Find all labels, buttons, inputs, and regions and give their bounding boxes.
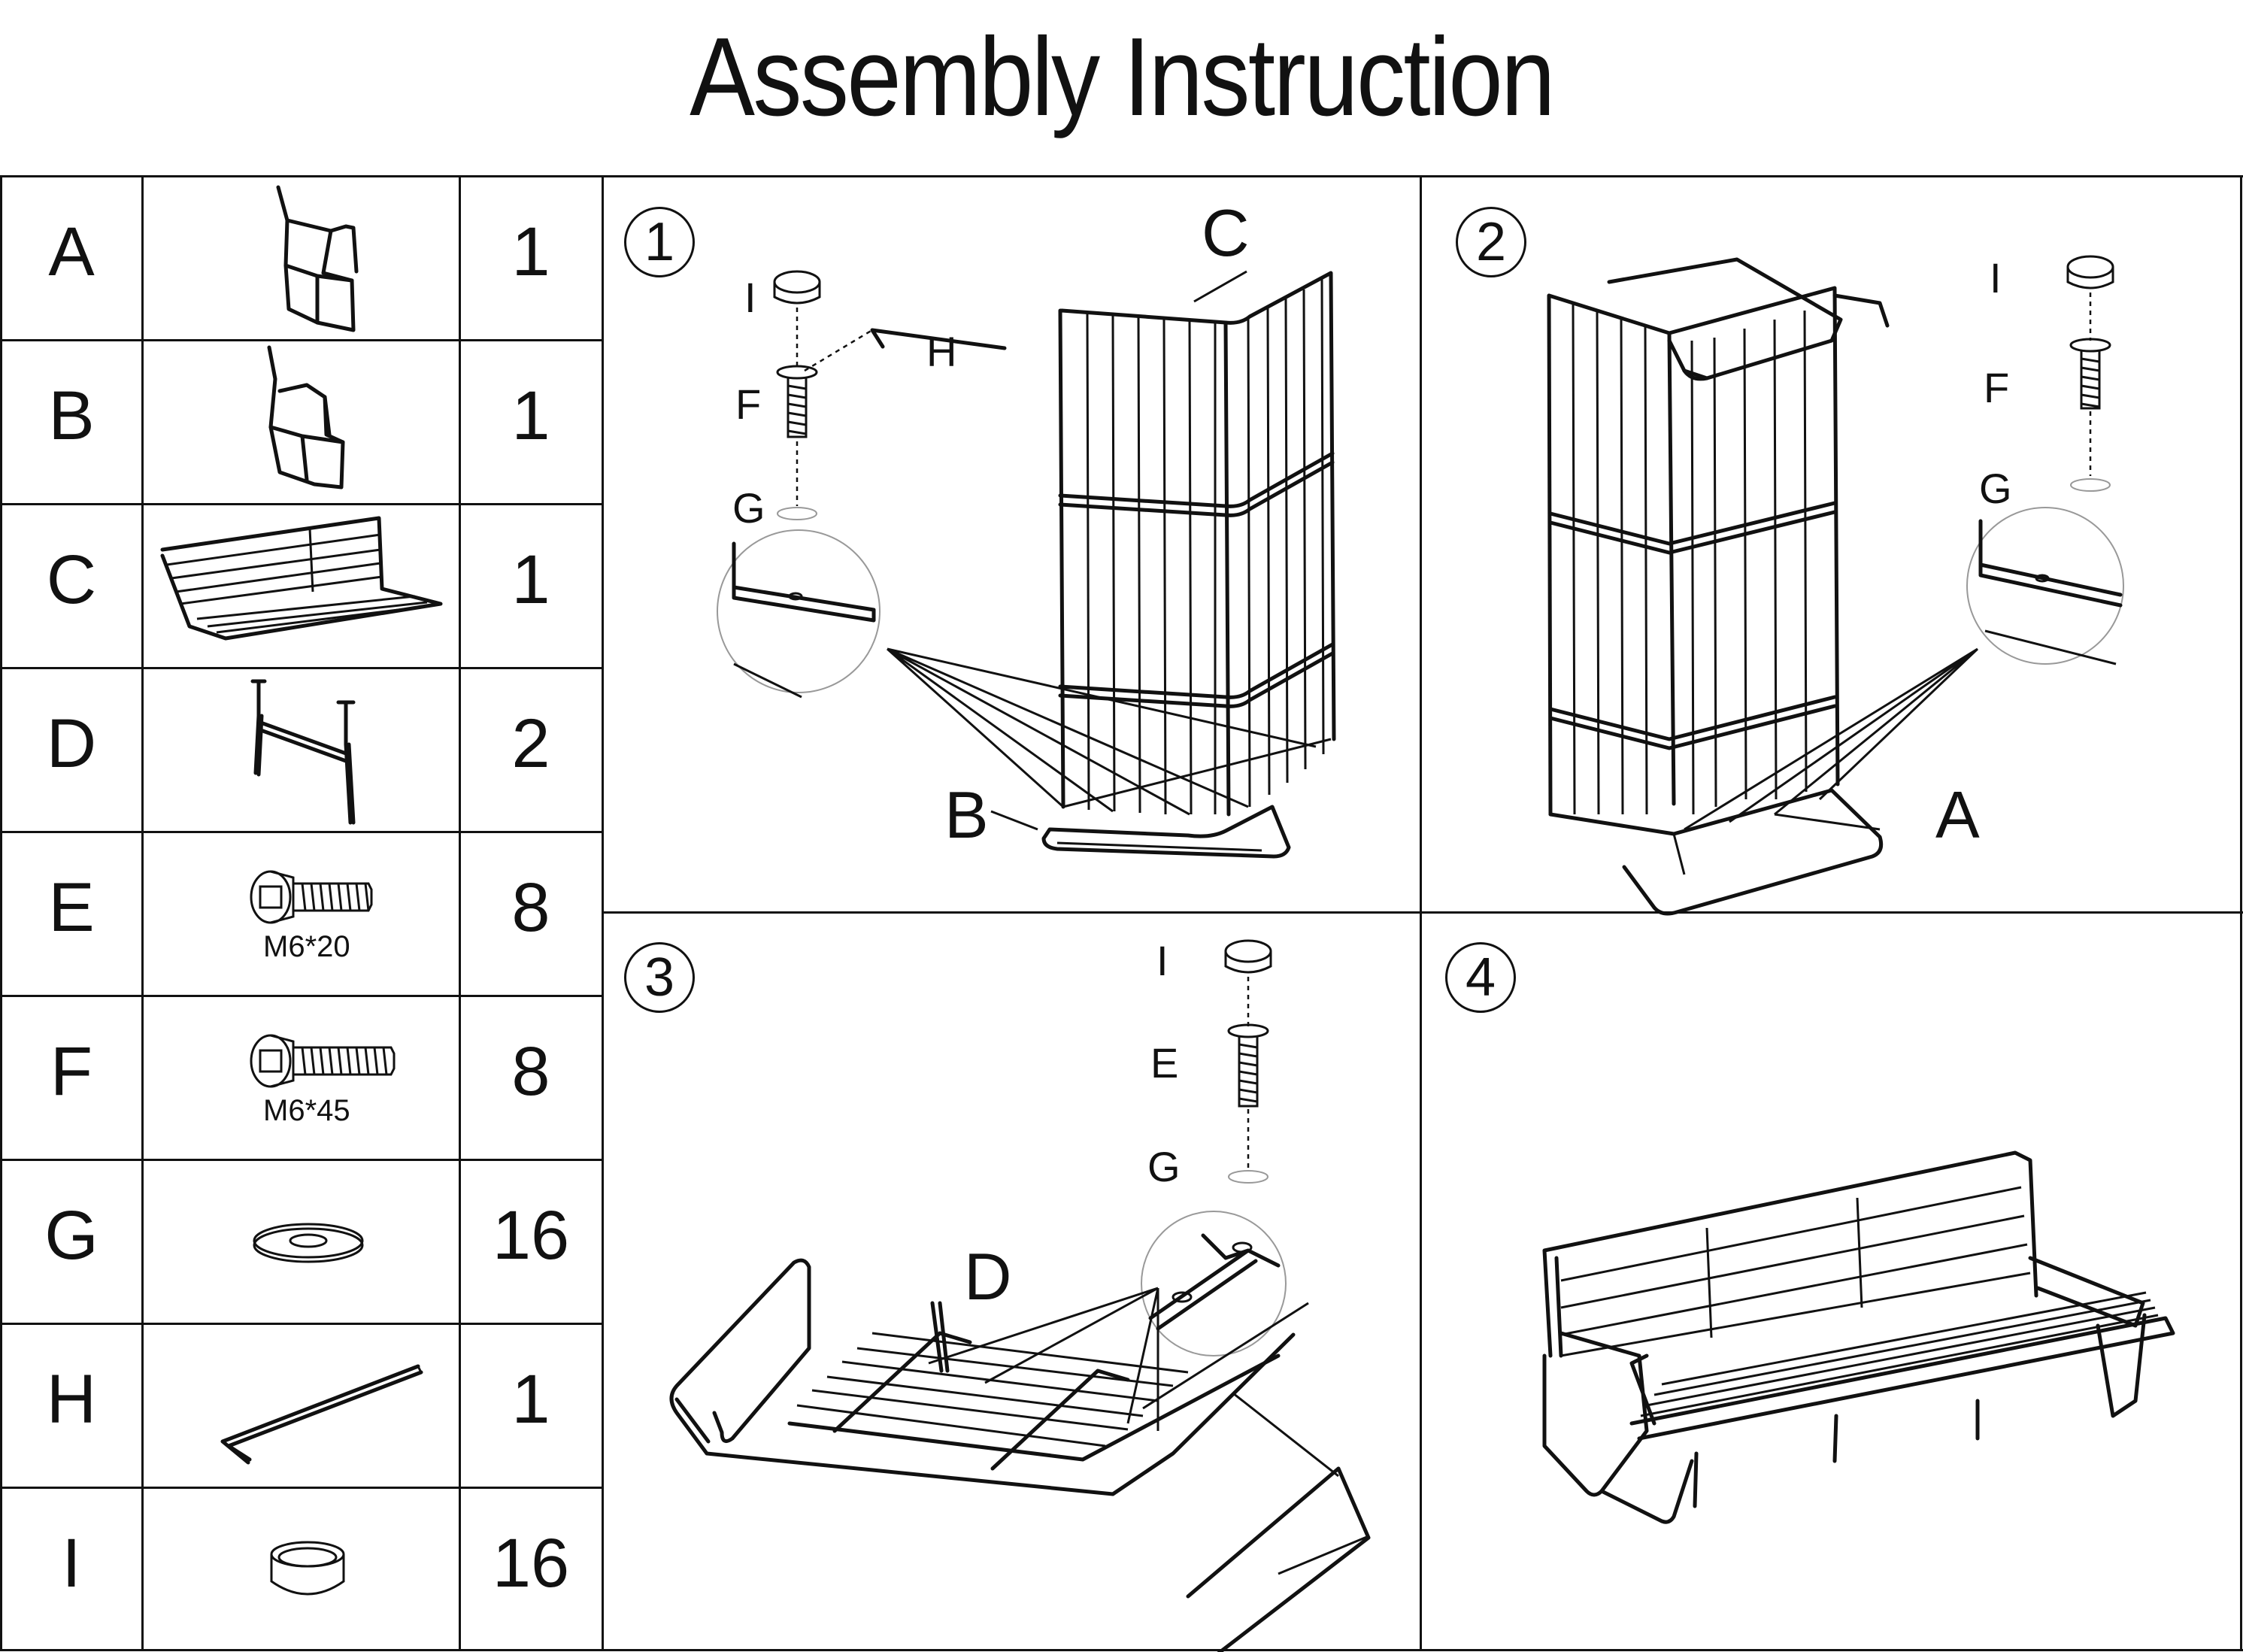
part-letter: C [46, 541, 97, 618]
label-B: B [944, 778, 989, 852]
row-divider-3 [0, 667, 603, 669]
step-number: 4 [1445, 942, 1516, 1013]
step-number: 3 [624, 942, 695, 1013]
part-qty: 8 [511, 869, 550, 946]
left-armrest-frame-icon [276, 185, 359, 332]
cap-icon [270, 1541, 345, 1596]
row-divider-4 [0, 831, 603, 833]
instruction-sheet: A 1 B 1 C 1 D 2 E 8 [0, 175, 2243, 1652]
step-2-hardware-icon [2066, 255, 2114, 492]
bolt-size-label: M6*20 [263, 930, 350, 963]
row-divider-7 [0, 1323, 603, 1325]
col-divider-2 [459, 175, 461, 1651]
step-3-hardware-icon [1224, 939, 1272, 1184]
part-letter: E [48, 869, 95, 946]
page-title: Assembly Instruction [690, 15, 1555, 139]
step-number: 2 [1456, 207, 1526, 277]
part-qty: 16 [492, 1525, 570, 1602]
label-C: C [1202, 196, 1250, 270]
frame-bottom [0, 1649, 2243, 1651]
label-H: H [926, 328, 957, 375]
allen-key-icon [220, 1364, 423, 1465]
part-qty: 2 [511, 705, 550, 782]
step-1-detail-circle [717, 529, 881, 699]
step-3-detail-circle [1141, 1211, 1287, 1356]
label-G: G [732, 484, 765, 532]
part-letter: I [62, 1525, 81, 1602]
part-letter: B [48, 377, 95, 454]
step-2-frame-drawing [1547, 257, 1979, 916]
label-E: E [1150, 1039, 1179, 1087]
label-G: G [1147, 1143, 1181, 1190]
support-leg-icon [250, 679, 356, 825]
label-F: F [1984, 364, 2010, 411]
part-qty: 1 [511, 541, 550, 618]
part-qty: 8 [511, 1033, 550, 1110]
step-1-hardware-icon [773, 270, 1007, 520]
washer-icon [253, 1223, 364, 1263]
label-D: D [964, 1239, 1012, 1314]
row-divider-8 [0, 1487, 603, 1489]
step-2-detail-circle [1966, 507, 2124, 665]
label-F: F [735, 380, 762, 428]
step-number: 1 [624, 207, 695, 277]
part-qty: 16 [492, 1197, 570, 1274]
step-4-bench-drawing [1542, 1150, 2175, 1524]
col-divider-1 [141, 175, 144, 1651]
label-I: I [1156, 937, 1168, 984]
row-divider-6 [0, 1159, 603, 1161]
part-letter: D [46, 705, 97, 782]
part-qty: 1 [511, 1361, 550, 1438]
part-letter: H [46, 1361, 97, 1438]
label-A: A [1935, 778, 1980, 852]
step-1-frame-drawing [886, 270, 1336, 859]
part-qty: 1 [511, 214, 550, 290]
label-I: I [744, 274, 756, 321]
bolt-long-icon [250, 1034, 396, 1088]
part-letter: F [50, 1033, 93, 1110]
bolt-short-icon [250, 870, 373, 924]
frame-left [0, 175, 2, 1651]
frame-top [0, 175, 2243, 177]
part-qty: 1 [511, 377, 550, 454]
part-letter: G [44, 1197, 99, 1274]
step-3-bench-drawing [669, 1258, 1371, 1652]
row-divider-1 [0, 339, 603, 341]
bolt-size-label: M6*45 [263, 1094, 350, 1127]
seat-backrest-icon [160, 516, 443, 641]
part-letter: A [48, 214, 95, 290]
right-armrest-frame-icon [267, 345, 345, 490]
row-divider-2 [0, 503, 603, 505]
steps-row-divider [602, 911, 2243, 914]
row-divider-5 [0, 995, 603, 997]
label-I: I [1990, 254, 2002, 302]
label-G: G [1979, 465, 2012, 512]
